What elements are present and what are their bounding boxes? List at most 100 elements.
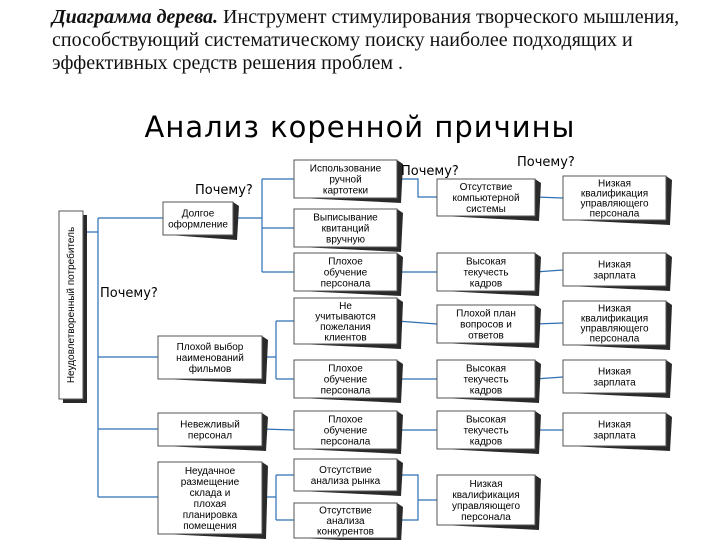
- box-text-line: управляющего: [580, 324, 648, 335]
- connector-l1b: [262, 320, 294, 380]
- box-text-line: наименований: [176, 353, 244, 364]
- box-text-line: плохая: [194, 499, 227, 510]
- box-text-line: обучение: [324, 425, 368, 437]
- box-text-line: учитываются: [315, 311, 376, 322]
- box-text-line: Долгое: [182, 209, 215, 220]
- box-text-line: размещение: [181, 477, 240, 488]
- why-label-2: Почему?: [100, 286, 158, 301]
- box-text-line: Низкая: [470, 479, 503, 490]
- box-text-line: пожелания: [320, 322, 371, 333]
- box-text-line: Отсутствие: [460, 182, 513, 193]
- box-text-line: Низкая: [598, 367, 631, 378]
- box-text-line: Отсутствие: [319, 506, 372, 517]
- connector-l1d: [262, 474, 294, 521]
- box-text-line: Плохое: [328, 257, 363, 268]
- box-text-line: Выписывание: [313, 213, 378, 224]
- box-text-line: ответов: [468, 331, 504, 342]
- box-text-line: зарплата: [593, 378, 636, 389]
- box-text-line: Плохое: [328, 364, 363, 375]
- box-text-line: Плохое: [328, 415, 363, 426]
- box-text-line: склада и: [190, 488, 231, 499]
- why-label-4: Почему?: [517, 155, 575, 170]
- box-text-line: ручной: [329, 175, 361, 186]
- box-text-line: Плохой план: [456, 309, 516, 320]
- connector-root: [86, 217, 163, 498]
- box-text-line: персонал: [188, 431, 232, 442]
- box-text-line: вопросов и: [460, 320, 512, 331]
- box-text-line: текучесть: [463, 268, 508, 279]
- box-text-line: персонала: [321, 386, 371, 397]
- box-text-line: персонала: [461, 512, 511, 523]
- box-text-line: Плохой выбор: [177, 341, 244, 353]
- box-text-line: управляющего: [452, 501, 520, 512]
- diagram-title: Анализ коренной причины: [144, 110, 576, 144]
- box-text-line: Низкая: [598, 420, 631, 431]
- box-text-line: зарплата: [593, 271, 636, 282]
- box-text-line: зарплата: [593, 431, 636, 442]
- box-text-line: персонала: [590, 334, 640, 345]
- box-text-line: квалификация: [581, 188, 648, 200]
- box-text-line: Низкая: [598, 304, 631, 315]
- box-text-line: управляющего: [580, 199, 648, 210]
- box-text-line: Низкая: [598, 260, 631, 271]
- box-text-line: обучение: [324, 267, 368, 279]
- root-label: Неудовлетворенный потребитель: [65, 227, 77, 383]
- box-text-line: анализа: [326, 516, 365, 527]
- box-text-line: квалификация: [581, 313, 648, 325]
- why-label-3: Почему?: [401, 164, 459, 179]
- box-text-line: персонала: [321, 279, 371, 290]
- connector-lines: [86, 178, 564, 521]
- box-text-line: оформление: [168, 219, 228, 231]
- connector-l2a: [397, 178, 437, 198]
- box-text-line: Не: [339, 301, 352, 312]
- box-text-line: кадров: [470, 279, 502, 290]
- intro-term: Диаграмма дерева.: [52, 6, 219, 28]
- box-text-line: помещения: [183, 521, 237, 532]
- intro-text: Инструмент стимулирования творческого мы…: [52, 6, 680, 74]
- box-text-line: компьютерной: [452, 193, 519, 204]
- box-text-line: квалификация: [452, 489, 519, 501]
- box-text-line: клиентов: [324, 332, 366, 343]
- box-text-line: конкурентов: [317, 526, 374, 537]
- box-text-line: Отсутствие: [319, 465, 372, 476]
- box-text-line: квитанций: [322, 224, 370, 235]
- root-box: Неудовлетворенный потребитель: [58, 210, 87, 403]
- box-text-line: Низкая: [598, 179, 631, 190]
- box-text-line: текучесть: [463, 375, 508, 386]
- connector-l2d: [396, 320, 438, 325]
- box-text-line: Высокая: [466, 257, 506, 268]
- box-text-line: картотеки: [323, 186, 368, 197]
- box-text-line: кадров: [470, 437, 502, 448]
- intro-paragraph: Диаграмма дерева. Инструмент стимулирова…: [52, 6, 702, 75]
- box-text-line: системы: [466, 204, 506, 215]
- box-text-line: фильмов: [189, 363, 232, 375]
- box-text-line: обучение: [324, 374, 368, 386]
- box-text-line: анализа рынка: [311, 476, 381, 487]
- connector-l1a: [233, 178, 294, 273]
- connector-l1c: [261, 428, 295, 431]
- box-text-line: Высокая: [466, 415, 506, 426]
- box-text-line: персонала: [321, 437, 371, 448]
- box-text-line: кадров: [470, 386, 502, 397]
